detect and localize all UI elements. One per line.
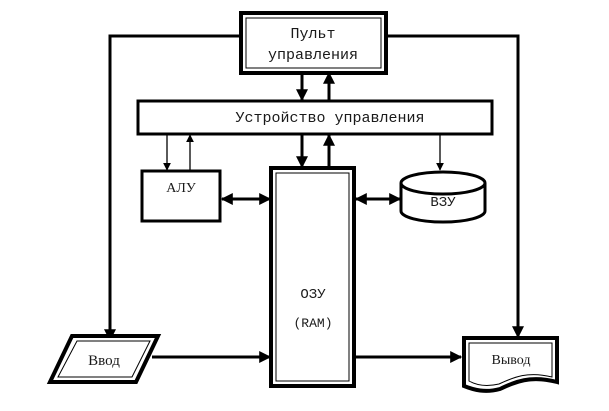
- control-panel-label-line1: Пульт: [290, 26, 335, 43]
- control-unit-label: Устройство управления: [235, 110, 424, 127]
- edge-control-panel-to-output: [387, 34, 524, 339]
- ram-label: ОЗУ: [300, 287, 326, 303]
- node-output: Вывод: [462, 336, 559, 393]
- node-ram: ОЗУ (RAM): [269, 166, 356, 388]
- node-alu: АЛУ: [140, 169, 222, 223]
- edge-control-panel-to-input: [104, 34, 242, 342]
- node-control-unit: Устройство управления: [136, 99, 494, 136]
- input-label: Ввод: [88, 353, 120, 369]
- external-storage-label: ВЗУ: [430, 195, 456, 211]
- alu-label: АЛУ: [166, 181, 196, 196]
- node-control-panel: Пульт управления: [239, 11, 388, 75]
- control-panel-label-line2: управления: [268, 47, 358, 64]
- ram-sublabel: (RAM): [293, 316, 332, 331]
- node-input: Ввод: [46, 334, 162, 384]
- connectors: [104, 34, 524, 363]
- node-external-storage: ВЗУ: [399, 170, 487, 224]
- output-label: Вывод: [492, 353, 531, 368]
